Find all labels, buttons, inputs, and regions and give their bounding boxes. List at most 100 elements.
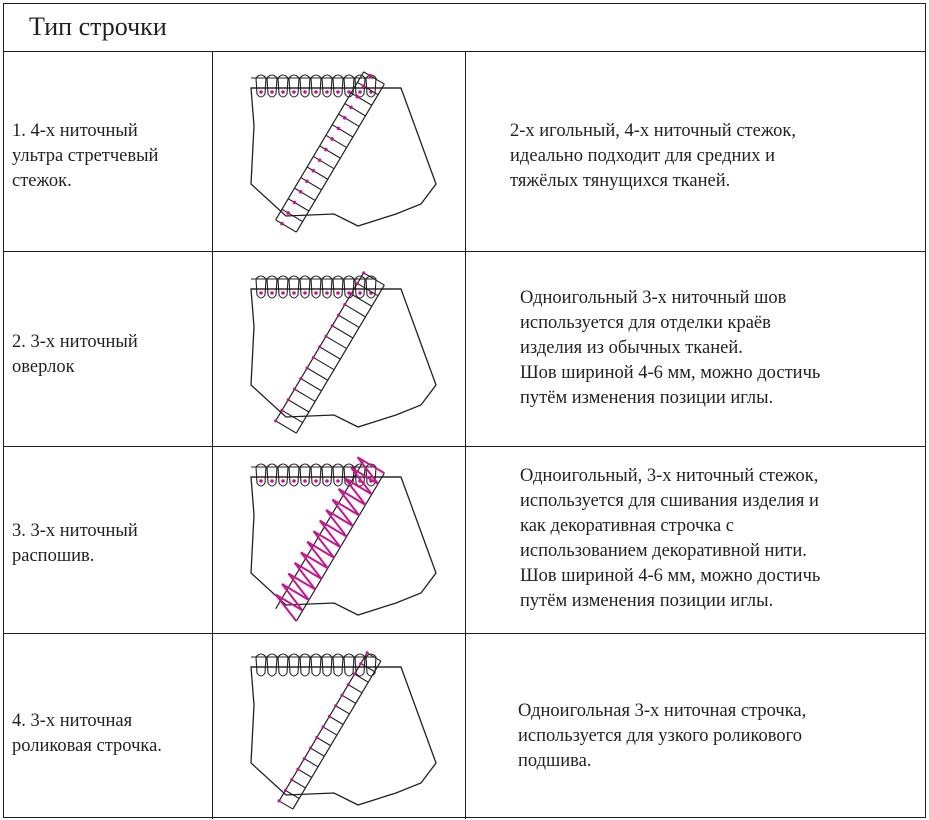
stitch-description: Одноигольный 3-х ниточный шов использует…: [520, 288, 821, 408]
stitch-bar: [294, 187, 316, 201]
stitch-bar: [306, 367, 329, 381]
four-thread-ultra-stretch-stitch-icon: [250, 71, 437, 233]
needle-point: [362, 271, 366, 275]
stitch-bar: [363, 272, 385, 286]
stitch-loop: [266, 275, 278, 299]
stitch-loop: [332, 653, 344, 677]
needle-point: [325, 479, 329, 483]
stitch-name-cell: 3. 3-х ниточный распошив.: [4, 447, 213, 633]
needle-point: [336, 126, 341, 131]
stitch-bar: [319, 346, 341, 360]
stitch-loop: [288, 463, 300, 487]
stitch-description: 2-х игольный, 4-х ниточный стежок, идеал…: [510, 121, 797, 191]
stitch-loop: [332, 275, 344, 299]
needle-point: [315, 735, 319, 740]
needle-point: [296, 767, 300, 771]
decorative-thread: [331, 498, 360, 527]
decorative-thread: [274, 593, 304, 622]
stitch-bar: [331, 124, 354, 138]
decorative-thread: [281, 583, 310, 612]
stitch-illustration-cell: [213, 634, 466, 819]
stitch-bar: [325, 335, 347, 350]
stitch-bar: [357, 81, 379, 96]
decorative-thread: [350, 466, 379, 495]
stitch-type-table: Тип строчки 1. 4-х ниточный ультра стрет…: [3, 3, 926, 819]
decorative-thread: [325, 509, 354, 538]
fabric-outline: [250, 666, 437, 806]
stitch-bar: [319, 145, 341, 159]
needle-point: [281, 479, 285, 483]
stitch-loop: [310, 74, 322, 98]
three-thread-rolled-hem-stitch-icon: [250, 651, 437, 810]
stitch-bar: [275, 219, 297, 233]
stitch-bar: [350, 293, 373, 307]
needle-point: [368, 73, 372, 78]
stitch-illustration-cell: [213, 52, 466, 251]
stitch-bar: [344, 103, 366, 117]
needle-point: [259, 90, 263, 94]
stitch-bar: [350, 92, 373, 106]
stitch-bar: [322, 726, 338, 736]
needle-point: [330, 137, 334, 141]
needle-point: [358, 90, 362, 94]
table-row: 1. 4-х ниточный ультра стретчевый стежок…: [4, 52, 925, 252]
stitch-bar: [281, 208, 303, 223]
stitch-bar: [294, 388, 316, 402]
stitch-loop: [255, 74, 267, 98]
stitch-bar: [357, 282, 379, 297]
stitch-bar: [278, 800, 294, 810]
needle-point: [325, 90, 329, 94]
needle-point: [346, 683, 350, 687]
decorative-thread: [337, 488, 366, 517]
stitch-loop: [277, 653, 289, 677]
needle-point: [281, 291, 285, 295]
needle-point: [314, 90, 318, 94]
needle-point: [302, 757, 306, 761]
needle-point: [361, 84, 366, 88]
needle-point: [305, 366, 309, 370]
stitch-loop: [299, 275, 311, 299]
decorative-thread: [293, 562, 322, 591]
seam-edge-line: [292, 660, 382, 810]
table-row: 4. 3-х ниточная роликовая строчка. Однои…: [4, 634, 925, 819]
stitch-bar: [287, 198, 310, 212]
needle-point: [317, 158, 322, 162]
needle-point: [349, 105, 353, 110]
stitch-name-cell: 1. 4-х ниточный ультра стретчевый стежок…: [4, 52, 213, 251]
stitch-loop: [277, 74, 289, 98]
fabric-outline: [250, 476, 437, 616]
needle-point: [365, 651, 369, 655]
stitch-loop: [310, 463, 322, 487]
table-header: Тип строчки: [4, 4, 925, 52]
needle-point: [358, 291, 362, 295]
decorative-thread: [312, 530, 341, 559]
needle-point: [349, 292, 353, 296]
stitch-bar: [344, 304, 366, 318]
needle-point: [270, 291, 274, 295]
seam-edge-line: [295, 83, 385, 233]
stitch-name: 3. 3-х ниточный распошив.: [12, 521, 138, 566]
stitch-description: Одноигольный, 3-х ниточный стежок, испол…: [520, 466, 821, 611]
needle-point: [303, 90, 307, 94]
table-row: 3. 3-х ниточный распошив. Одноигольный, …: [4, 447, 925, 634]
stitch-loop: [321, 275, 333, 299]
needle-point: [359, 661, 363, 666]
stitch-loop: [266, 463, 278, 487]
stitch-bar: [329, 715, 344, 725]
stitch-description-cell: Одноигольный 3-х ниточный шов использует…: [466, 252, 925, 446]
needle-point: [355, 94, 360, 99]
decorative-thread: [318, 519, 348, 548]
stitch-bar: [300, 177, 322, 191]
decorative-thread: [344, 477, 373, 506]
needle-point: [325, 291, 329, 295]
stitch-bar: [338, 314, 360, 328]
stitch-bar: [303, 758, 319, 768]
three-thread-flatlock-stitch-icon: [250, 456, 437, 622]
stitch-loop: [288, 653, 300, 677]
stitch-bar: [316, 737, 331, 747]
needle-point: [330, 324, 334, 328]
stitch-bar: [313, 155, 335, 170]
stitch-bar: [366, 652, 382, 662]
stitch-bar: [285, 789, 300, 799]
stitch-bar: [325, 134, 347, 149]
